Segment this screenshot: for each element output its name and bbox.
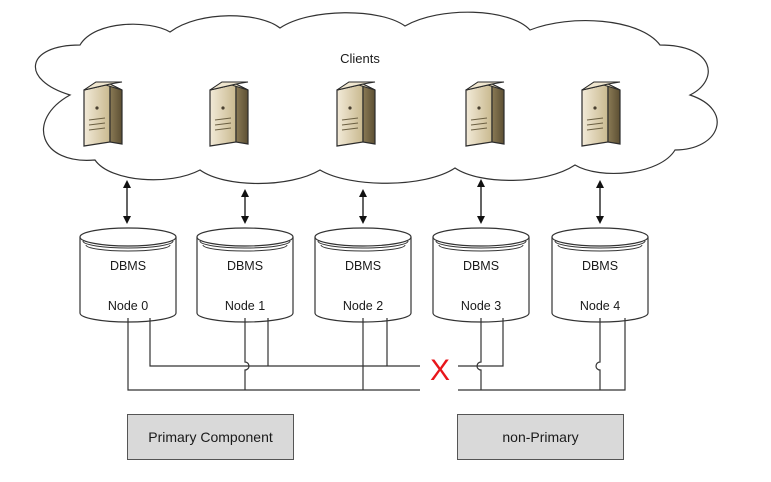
primary-component-box: Primary Component (127, 414, 294, 460)
clients-cloud (35, 11, 718, 185)
node3-drop-a (476, 318, 482, 390)
node1-drop-a (244, 318, 250, 390)
node-4-name: Node 4 (579, 299, 621, 313)
node-0-type: DBMS (109, 259, 147, 273)
clients-label: Clients (340, 51, 380, 66)
node-3-type: DBMS (462, 259, 500, 273)
node-2-name: Node 2 (342, 299, 384, 313)
non-primary-label: non-Primary (502, 429, 579, 445)
primary-component-label: Primary Component (148, 429, 273, 445)
node-1-type: DBMS (226, 259, 264, 273)
server-icon (465, 81, 505, 147)
server-icon (83, 81, 123, 147)
db-cylinder (432, 227, 530, 323)
client-node-arrows (123, 179, 604, 224)
node-3-name: Node 3 (460, 299, 502, 313)
db-cylinder (551, 227, 649, 323)
node-0-name: Node 0 (107, 299, 149, 313)
server-icon (209, 81, 249, 147)
bidirectional-arrow (241, 189, 249, 224)
db-cylinder (196, 227, 294, 323)
non-primary-box: non-Primary (457, 414, 624, 460)
client-servers (83, 81, 621, 147)
lower-bus-left (127, 318, 420, 391)
bidirectional-arrow (359, 189, 367, 224)
upper-bus-left (149, 318, 420, 367)
node-2-type: DBMS (344, 259, 382, 273)
network-links (127, 318, 626, 391)
server-icon (336, 81, 376, 147)
node-1-name: Node 1 (224, 299, 266, 313)
db-cylinder (79, 227, 177, 323)
db-cylinder (314, 227, 412, 323)
server-icon (581, 81, 621, 147)
node4-drop-b (595, 318, 601, 390)
bidirectional-arrow (123, 180, 131, 224)
partition-mark: X (430, 354, 451, 387)
bidirectional-arrow (477, 179, 485, 224)
db-nodes (79, 227, 649, 323)
upper-bus-right (458, 318, 504, 367)
bidirectional-arrow (596, 180, 604, 224)
lower-bus-right (458, 318, 626, 391)
node-4-type: DBMS (581, 259, 619, 273)
